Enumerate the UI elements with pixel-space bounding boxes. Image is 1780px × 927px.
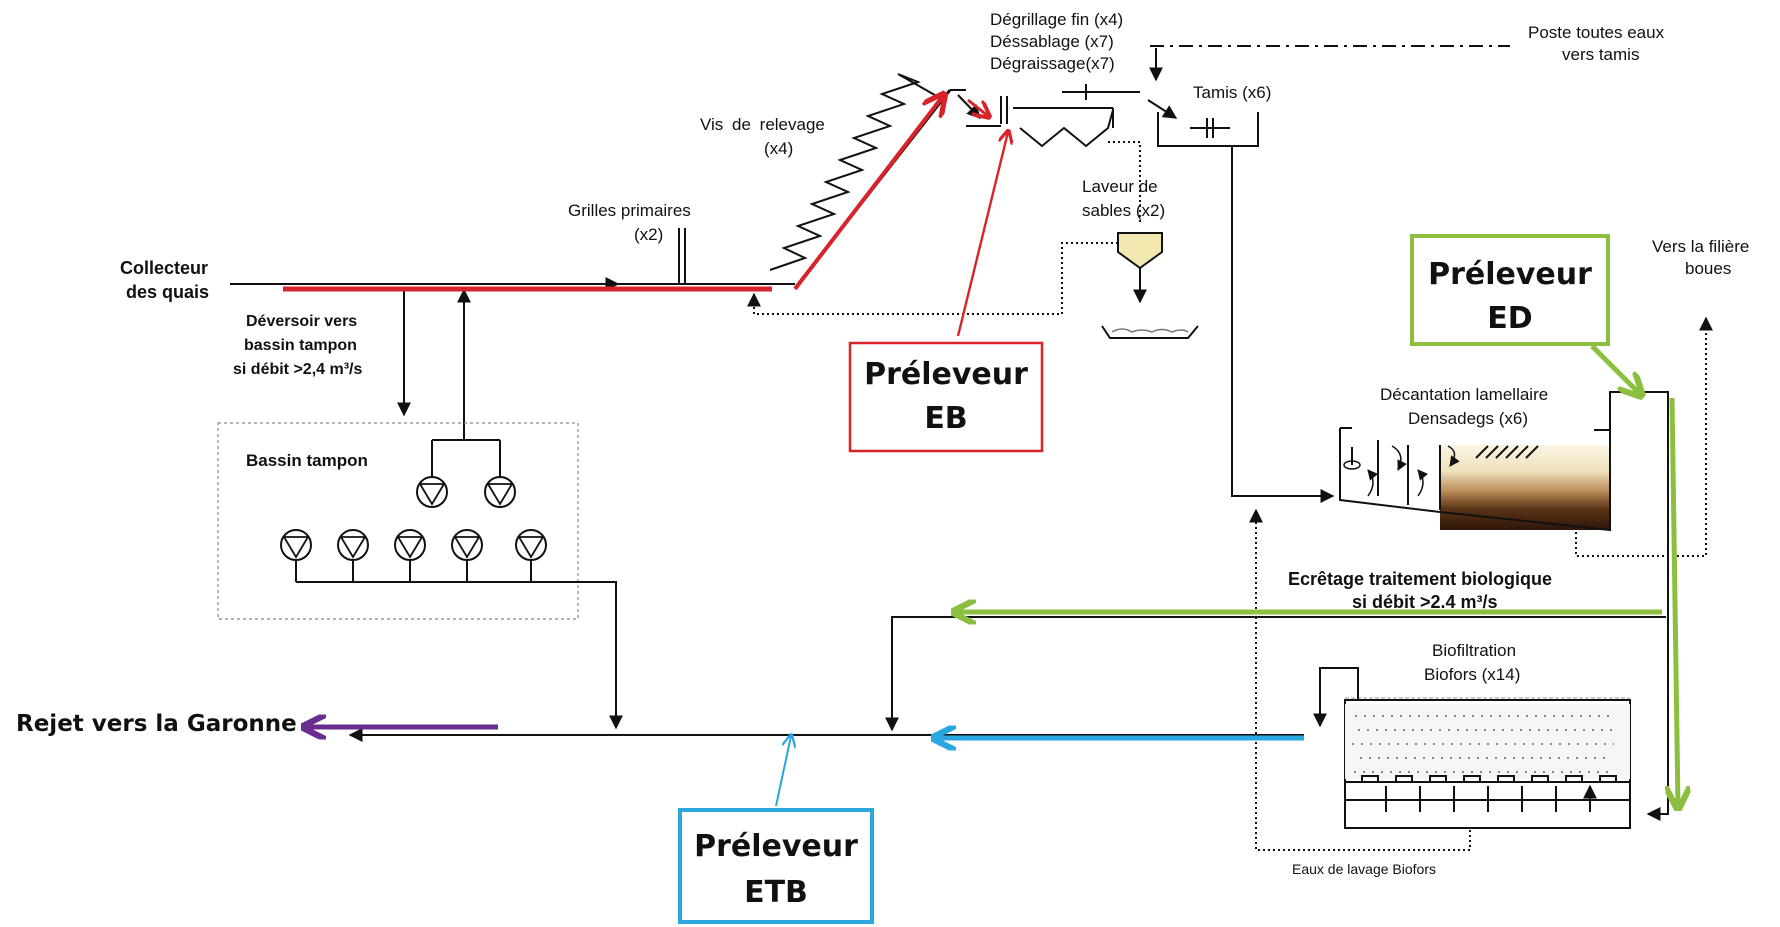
biofil-label-2: Biofors (x14) — [1424, 665, 1520, 684]
vis-label-2: (x4) — [764, 139, 793, 158]
grilles-label-2: (x2) — [634, 225, 663, 244]
pump-icon — [515, 529, 547, 561]
ecretage-label-1: Ecrêtage traitement biologique — [1288, 569, 1552, 589]
pump-icon — [337, 529, 369, 561]
sampler-etb-box — [678, 808, 874, 924]
pretreatment-unit — [957, 84, 1141, 222]
poste-label-2: vers tamis — [1562, 45, 1639, 64]
biofil-media — [1352, 715, 1615, 773]
laveur-sables — [747, 232, 1199, 339]
poste-toutes-eaux-line — [1149, 45, 1510, 82]
decantation-lamellaire — [1339, 316, 1713, 557]
sampler-etb-label-2: ETB — [744, 875, 808, 910]
pump-icon — [484, 476, 516, 508]
collecteur-label-1: Collecteur — [120, 258, 208, 278]
deversoir-label-3: si débit >2,4 m³/s — [233, 361, 362, 378]
pretrait-label-2: Déssablage (x7) — [990, 32, 1114, 51]
laveur-label-1: Laveur de — [1082, 177, 1158, 196]
grilles-label-1: Grilles primaires — [568, 201, 691, 220]
sampler-eb-box — [848, 341, 1044, 453]
bassin-tampon — [217, 422, 616, 728]
deversoir-lines — [397, 287, 471, 440]
sampler-etb-overlay: Préleveur ETB — [678, 736, 1304, 924]
pump-icon — [416, 476, 448, 508]
ecretage-label-2: si débit >2.4 m³/s — [1352, 592, 1498, 612]
pump-icon — [451, 529, 483, 561]
sampler-ed-box — [1410, 234, 1610, 346]
sampler-ed-label-2: ED — [1487, 301, 1532, 336]
vis-label-1: Vis de relevage — [700, 115, 825, 134]
deversoir-label-1: Déversoir vers — [246, 313, 357, 330]
biofil-label-1: Biofiltration — [1432, 641, 1516, 660]
rejet-label: Rejet vers la Garonne — [16, 711, 297, 737]
poste-label-1: Poste toutes eaux — [1528, 23, 1665, 42]
pump-icon — [280, 529, 312, 561]
ecretage-bypass — [885, 616, 1666, 732]
sampler-eb-label-1: Préleveur — [864, 357, 1028, 392]
deversoir-label-2: bassin tampon — [244, 337, 357, 354]
pump-icon — [394, 529, 426, 561]
sampler-ed-overlay: Préleveur ED — [956, 234, 1678, 806]
eaux-lavage-label: Eaux de lavage Biofors — [1292, 861, 1436, 877]
pretrait-label-3: Dégraissage(x7) — [990, 54, 1115, 73]
sampler-eb-label-2: EB — [924, 401, 967, 436]
decant-label-2: Densadegs (x6) — [1408, 409, 1528, 428]
sampler-etb-label-1: Préleveur — [694, 829, 858, 864]
decant-label-1: Décantation lamellaire — [1380, 385, 1548, 404]
tamis-unit — [1147, 99, 1335, 503]
sampler-eb-overlay: Préleveur EB — [283, 96, 1044, 453]
filiere-label-2: boues — [1685, 259, 1731, 278]
decant-to-biofil — [1632, 391, 1669, 821]
laveur-label-2: sables (x2) — [1082, 201, 1165, 220]
tamis-label: Tamis (x6) — [1193, 83, 1271, 102]
filiere-label-1: Vers la filière — [1652, 237, 1749, 256]
grilles-primaires — [678, 228, 686, 284]
bassin-label: Bassin tampon — [246, 451, 368, 470]
biofiltration-unit — [1249, 508, 1631, 851]
sampler-ed-label-1: Préleveur — [1428, 257, 1592, 292]
pretrait-label-1: Dégrillage fin (x4) — [990, 10, 1123, 29]
collecteur-label-2: des quais — [126, 282, 209, 302]
biofil-nozzles — [1361, 776, 1617, 812]
